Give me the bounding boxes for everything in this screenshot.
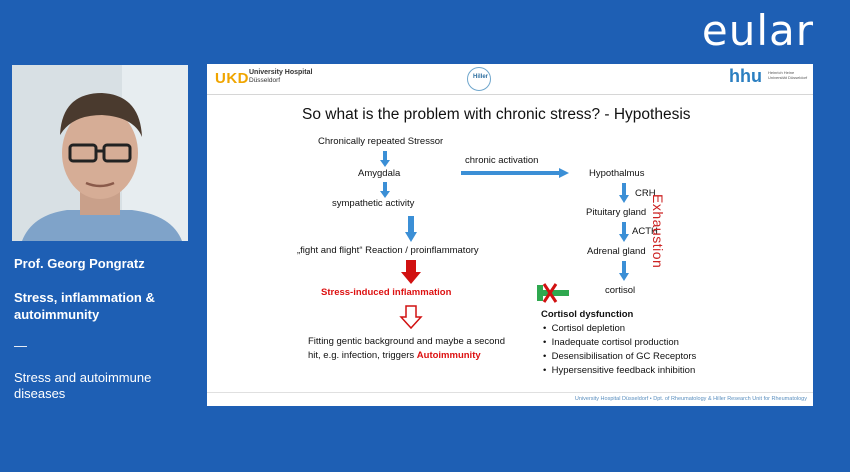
adrenal-label: Adrenal gland bbox=[587, 246, 646, 257]
fitting-line1: Fitting gentic background and maybe a se… bbox=[308, 336, 505, 347]
arrow-red-filled bbox=[401, 260, 421, 284]
ukd-logo-line1: University Hospital bbox=[249, 69, 313, 76]
bullet: • bbox=[543, 323, 547, 334]
arrow-stressor-amygdala bbox=[380, 151, 390, 167]
bullet: • bbox=[543, 365, 547, 376]
talk-title: Stress, inflammation & autoimmunity bbox=[14, 290, 155, 322]
speaker-video bbox=[12, 65, 188, 241]
arrow-sympathetic-fight bbox=[405, 216, 417, 242]
fight-flight-label: „fight and flight“ Reaction / proinflamm… bbox=[297, 245, 479, 256]
cortisol-label: cortisol bbox=[605, 285, 636, 296]
fitting-line2: hit, e.g. infection, triggers Autoimmuni… bbox=[308, 350, 481, 361]
separator: — bbox=[14, 338, 27, 353]
hhu-logo-subtitle: Heinrich Heine Universität Düsseldorf bbox=[768, 70, 808, 80]
hhu-logo: hhu bbox=[729, 66, 762, 86]
arrow-chronic-activation bbox=[461, 168, 569, 178]
list-item: • Hypersensitive feedback inhibition bbox=[543, 365, 695, 376]
speaker-name: Prof. Georg Pongratz bbox=[14, 256, 145, 271]
cortisol-dysfunction-title: Cortisol dysfunction bbox=[541, 309, 634, 320]
blocked-receptor-icon bbox=[537, 283, 569, 303]
ukd-logo: UKD bbox=[215, 70, 249, 87]
bullet: • bbox=[543, 351, 547, 362]
bullet: • bbox=[543, 337, 547, 348]
stressor-label: Chronically repeated Stressor bbox=[318, 136, 444, 147]
crh-label: CRH bbox=[635, 188, 656, 199]
presentation-slide: UKD University Hospital Düsseldorf Hille… bbox=[207, 64, 813, 406]
slide-footer: University Hospital Düsseldorf • Dpt. of… bbox=[207, 392, 813, 406]
arrow-adrenal-cortisol bbox=[619, 261, 629, 281]
arrow-amygdala-sympathetic bbox=[380, 182, 390, 198]
list-item: • Desensibilisation of GC Receptors bbox=[543, 351, 696, 362]
list-item-text: Hypersensitive feedback inhibition bbox=[551, 365, 696, 376]
hypothalmus-label: Hypothalmus bbox=[589, 168, 645, 179]
ukd-logo-line2: Düsseldorf bbox=[249, 77, 281, 84]
autoimmunity-label: Autoimmunity bbox=[416, 350, 481, 361]
session-title: Stress and autoimmune diseases bbox=[14, 370, 152, 401]
pituitary-label: Pituitary gland bbox=[586, 207, 647, 218]
inflammation-label: Stress-induced inflammation bbox=[321, 287, 452, 298]
acth-label: ACTH bbox=[632, 226, 658, 237]
chronic-activation-label: chronic activation bbox=[465, 155, 539, 166]
hiller-logo-circle bbox=[467, 67, 491, 91]
amygdala-label: Amygdala bbox=[358, 168, 401, 179]
list-item: • Inadequate cortisol production bbox=[543, 337, 679, 348]
sympathetic-label: sympathetic activity bbox=[332, 198, 415, 209]
ukd-logo-text: University Hospital Düsseldorf bbox=[249, 69, 312, 85]
slide-header: UKD University Hospital Düsseldorf Hille… bbox=[207, 64, 813, 95]
list-item-text: Cortisol depletion bbox=[551, 323, 626, 334]
arrow-pituitary-adrenal bbox=[619, 222, 629, 242]
speaker-silhouette bbox=[12, 65, 188, 241]
arrow-hypothalmus-pituitary bbox=[619, 183, 629, 203]
arrow-red-outline bbox=[399, 305, 423, 330]
list-item-text: Inadequate cortisol production bbox=[551, 337, 679, 348]
brand-logo: eular bbox=[701, 6, 814, 55]
list-item: • Cortisol depletion bbox=[543, 323, 625, 334]
footer-text: University Hospital Düsseldorf • Dpt. of… bbox=[574, 396, 807, 402]
exhaustion-label: Exhaustion bbox=[650, 194, 666, 269]
fitting-line2-text: hit, e.g. infection, triggers bbox=[308, 350, 415, 361]
slide-title: So what is the problem with chronic stre… bbox=[302, 106, 691, 123]
hiller-logo: Hiller bbox=[473, 74, 489, 80]
list-item-text: Desensibilisation of GC Receptors bbox=[551, 351, 697, 362]
